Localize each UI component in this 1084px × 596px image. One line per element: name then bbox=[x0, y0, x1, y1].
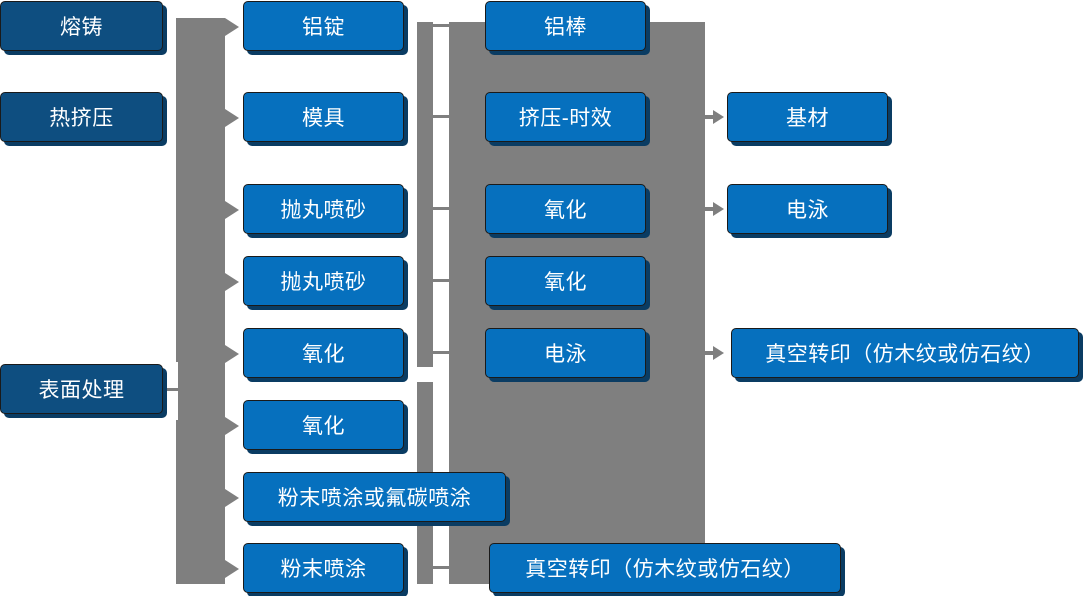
input-box-fenmopentu-huo-futanpentu[interactable]: 粉末喷涂或氟碳喷涂 bbox=[243, 472, 506, 522]
process-box-label: 挤压-时效 bbox=[518, 107, 613, 130]
out-arrow-stem-2 bbox=[705, 207, 716, 211]
rail-tick-3 bbox=[433, 207, 451, 210]
stage-box-label: 熔铸 bbox=[60, 16, 103, 39]
input-box-yanghua-2[interactable]: 氧化 bbox=[243, 400, 404, 450]
process-box-label: 氧化 bbox=[544, 199, 587, 222]
out-arrow-2 bbox=[713, 202, 724, 216]
input-box-label: 铝锭 bbox=[302, 16, 345, 39]
stage-3-connector-stem-2 bbox=[163, 388, 179, 391]
input-box-lvding[interactable]: 铝锭 bbox=[243, 1, 404, 51]
input-box-label: 粉末喷涂或氟碳喷涂 bbox=[277, 487, 472, 510]
process-box-yanghua-1[interactable]: 氧化 bbox=[485, 184, 646, 234]
trunk-arrow-8 bbox=[225, 560, 239, 578]
rail-tick-1 bbox=[433, 24, 451, 27]
process-box-label: 铝棒 bbox=[544, 16, 587, 39]
input-box-muju[interactable]: 模具 bbox=[243, 92, 404, 142]
trunk-arrow-1 bbox=[225, 18, 239, 36]
process-box-yanghua-2[interactable]: 氧化 bbox=[485, 256, 646, 306]
rail-tick-2 bbox=[433, 115, 451, 118]
input-box-paowanpensha-1[interactable]: 抛丸喷砂 bbox=[243, 184, 404, 234]
trunk-arrow-6 bbox=[225, 417, 239, 435]
trunk-connector-left bbox=[176, 18, 225, 584]
process-box-zhenkongzhuanyin[interactable]: 真空转印（仿木纹或仿石纹） bbox=[489, 543, 841, 593]
output-box-dianyong[interactable]: 电泳 bbox=[727, 184, 888, 234]
process-box-label: 氧化 bbox=[544, 271, 587, 294]
out-arrow-stem-3 bbox=[705, 351, 716, 355]
input-box-yanghua-1[interactable]: 氧化 bbox=[243, 328, 404, 378]
output-box-label: 真空转印（仿木纹或仿石纹） bbox=[765, 343, 1045, 366]
input-box-label: 抛丸喷砂 bbox=[280, 199, 367, 222]
trunk-arrow-2 bbox=[225, 109, 239, 127]
input-box-label: 模具 bbox=[302, 107, 345, 130]
input-box-paowanpensha-2[interactable]: 抛丸喷砂 bbox=[243, 256, 404, 306]
trunk-arrow-3 bbox=[225, 201, 239, 219]
trunk-arrow-5 bbox=[225, 345, 239, 363]
out-arrow-1 bbox=[713, 110, 724, 124]
output-box-jicai[interactable]: 基材 bbox=[727, 92, 888, 142]
stage-box-rongzhu[interactable]: 熔铸 bbox=[0, 1, 163, 51]
rail-tick-5 bbox=[433, 351, 451, 354]
process-box-label: 电泳 bbox=[544, 343, 587, 366]
output-box-zhenkongzhuanyin[interactable]: 真空转印（仿木纹或仿石纹） bbox=[731, 328, 1079, 378]
stage-box-biaomianchuli[interactable]: 表面处理 bbox=[0, 364, 163, 414]
rail-tick-6 bbox=[433, 566, 451, 569]
input-box-label: 粉末喷涂 bbox=[280, 558, 367, 581]
stage-box-label: 表面处理 bbox=[38, 379, 125, 402]
input-box-label: 氧化 bbox=[302, 415, 345, 438]
output-box-label: 电泳 bbox=[786, 199, 829, 222]
process-box-label: 真空转印（仿木纹或仿石纹） bbox=[525, 558, 805, 581]
input-box-fenmopentu[interactable]: 粉末喷涂 bbox=[243, 543, 404, 593]
trunk-arrow-4 bbox=[225, 273, 239, 291]
process-box-jiya-shixiao[interactable]: 挤压-时效 bbox=[485, 92, 646, 142]
trunk-arrow-7 bbox=[225, 489, 239, 507]
rail-tick-4 bbox=[433, 279, 451, 282]
process-box-dianyong[interactable]: 电泳 bbox=[485, 328, 646, 378]
input-box-label: 氧化 bbox=[302, 343, 345, 366]
out-arrow-stem-1 bbox=[705, 115, 716, 119]
input-box-label: 抛丸喷砂 bbox=[280, 271, 367, 294]
stage-box-label: 热挤压 bbox=[49, 107, 114, 130]
rail-connector-upper bbox=[417, 22, 433, 367]
out-arrow-3 bbox=[713, 346, 724, 360]
process-box-lvbang[interactable]: 铝棒 bbox=[485, 1, 646, 51]
output-box-label: 基材 bbox=[786, 107, 829, 130]
stage-box-rejiya[interactable]: 热挤压 bbox=[0, 92, 163, 142]
